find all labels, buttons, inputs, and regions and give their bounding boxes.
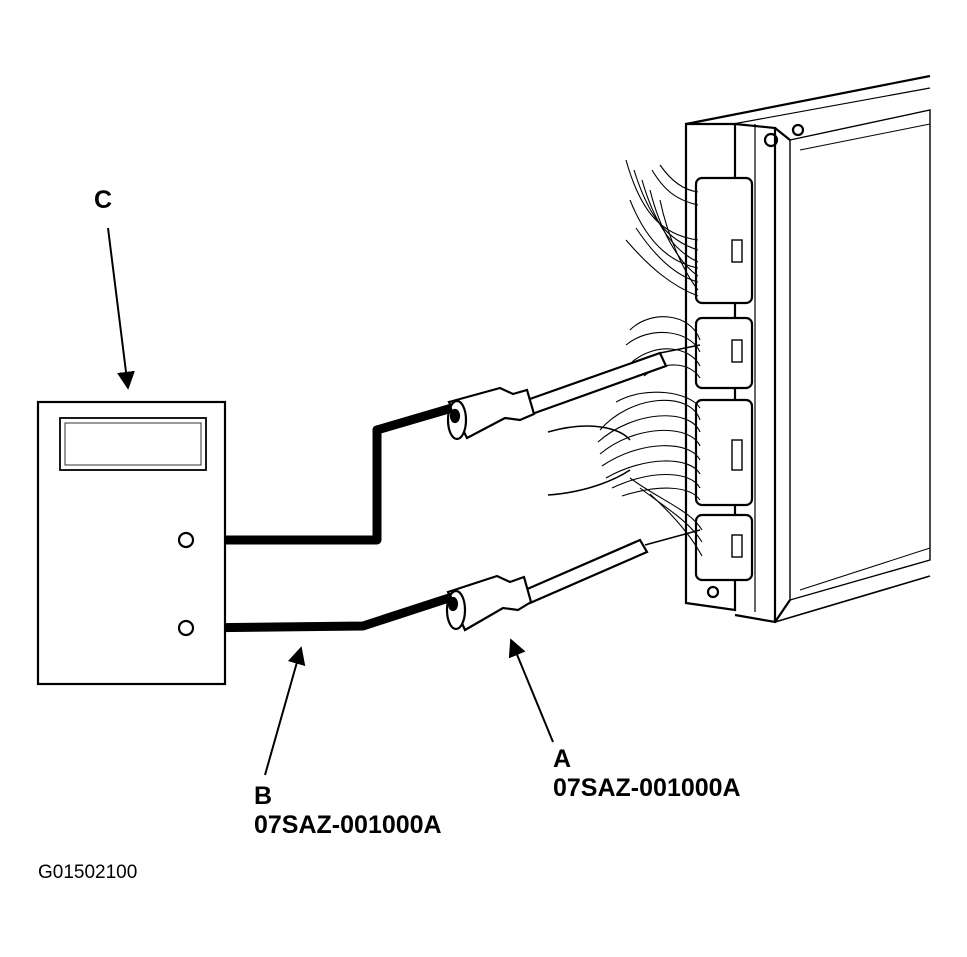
arrow-a xyxy=(508,638,554,743)
callout-a-letter: A xyxy=(553,745,572,773)
test-wires xyxy=(186,403,454,633)
callout-a: A 07SAZ-001000A xyxy=(553,745,741,803)
callout-a-part-number: 07SAZ-001000A xyxy=(553,774,741,802)
arrow-b xyxy=(264,646,306,776)
wire-harness xyxy=(547,159,703,557)
callout-c: C xyxy=(94,186,112,215)
wire-upper xyxy=(187,403,454,545)
meter xyxy=(36,400,227,686)
meter-jack-upper xyxy=(177,531,195,549)
figure-code: G01502100 xyxy=(38,862,138,883)
wire-lower xyxy=(186,592,454,633)
arrow-c xyxy=(107,227,135,390)
test-probe-lower xyxy=(445,529,701,632)
leader-arrows xyxy=(107,227,554,776)
meter-jack-lower xyxy=(177,619,195,637)
callout-b: B 07SAZ-001000A xyxy=(254,782,442,840)
callout-b-part-number: 07SAZ-001000A xyxy=(254,811,442,839)
callout-b-letter: B xyxy=(254,782,273,810)
callout-c-letter: C xyxy=(94,186,113,214)
control-unit xyxy=(684,74,931,624)
